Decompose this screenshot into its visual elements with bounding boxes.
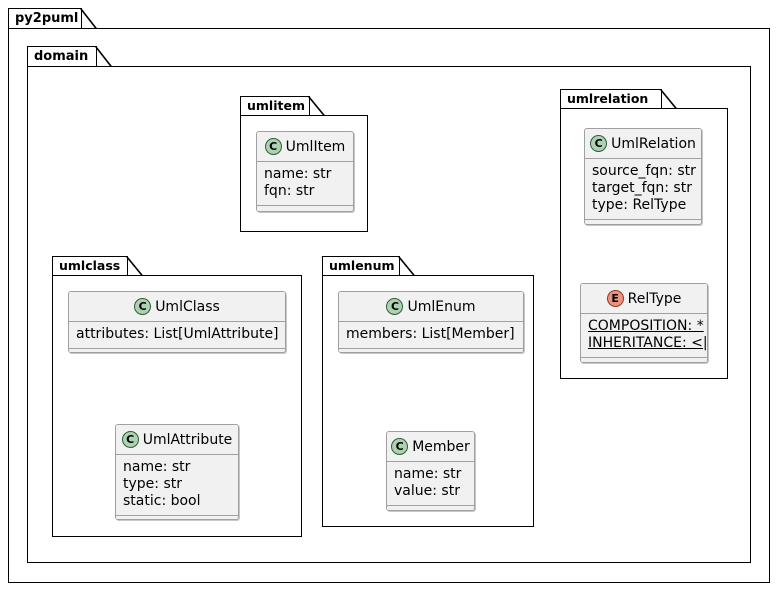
class-name-umlattribute: UmlAttribute [142, 431, 233, 448]
attribute-row: source_fqn: str [592, 163, 696, 179]
class-methods-umlclass [69, 349, 285, 352]
package-umlenum-tab-slant [398, 256, 416, 278]
attribute-row: members: List[Member] [346, 326, 515, 342]
class-box-umlrelation[interactable]: C UmlRelation source_fqn: str target_fqn… [584, 128, 702, 225]
attribute-row: type: RelType [592, 197, 687, 213]
attribute-row: type: str [123, 476, 182, 492]
enum-member-row: COMPOSITION: * [588, 318, 704, 334]
class-box-umlclass[interactable]: C UmlClass attributes: List[UmlAttribute… [68, 291, 286, 353]
class-header-umlrelation: C UmlRelation [585, 129, 701, 159]
class-header-umlclass: C UmlClass [69, 292, 285, 322]
class-header-member: C Member [387, 432, 474, 462]
package-domain-tab [27, 46, 97, 67]
class-name-umlitem: UmlItem [285, 138, 346, 155]
enum-header-reltype: E RelType [581, 284, 707, 314]
enum-methods-reltype [581, 358, 707, 362]
package-domain-tab-slant [95, 46, 113, 68]
class-name-umlenum: UmlEnum [407, 298, 476, 315]
class-methods-umlenum [339, 349, 523, 352]
package-py2puml-tab-slant [80, 8, 98, 30]
attribute-row: attributes: List[UmlAttribute] [76, 326, 279, 342]
package-umlrelation-tab-slant [660, 89, 678, 111]
class-box-umlitem[interactable]: C UmlItem name: str fqn: str [256, 131, 354, 212]
attribute-row: name: str [264, 166, 332, 182]
class-header-umlitem: C UmlItem [257, 132, 353, 162]
class-attributes-umlitem: name: str fqn: str [257, 162, 353, 206]
attribute-row: value: str [394, 483, 460, 499]
class-box-umlenum[interactable]: C UmlEnum members: List[Member] [338, 291, 524, 353]
enum-box-reltype[interactable]: E RelType COMPOSITION: * INHERITANCE: <| [580, 283, 708, 363]
package-umlrelation-tab [560, 89, 662, 109]
class-header-umlattribute: C UmlAttribute [116, 425, 238, 455]
enum-name-reltype: RelType [627, 290, 682, 307]
attribute-row: name: str [123, 459, 191, 475]
enum-stereotype-icon: E [606, 290, 624, 307]
class-name-member: Member [412, 438, 470, 455]
class-stereotype-icon: C [590, 135, 608, 152]
class-methods-umlrelation [585, 220, 701, 224]
enum-members-reltype: COMPOSITION: * INHERITANCE: <| [581, 314, 707, 358]
package-umlenum-label: umlenum [329, 258, 395, 273]
class-box-umlattribute[interactable]: C UmlAttribute name: str type: str stati… [115, 424, 239, 520]
class-methods-umlitem [257, 206, 353, 211]
attribute-row: name: str [394, 466, 462, 482]
enum-member-row: INHERITANCE: <| [588, 335, 708, 351]
class-attributes-umlclass: attributes: List[UmlAttribute] [69, 322, 285, 349]
class-attributes-member: name: str value: str [387, 462, 474, 506]
attribute-row: target_fqn: str [592, 180, 692, 196]
class-header-umlenum: C UmlEnum [339, 292, 523, 322]
package-umlitem-label: umlitem [247, 98, 305, 113]
package-umlrelation-label: umlrelation [567, 91, 649, 106]
class-methods-member [387, 506, 474, 510]
package-umlclass-label: umlclass [59, 258, 121, 273]
package-py2puml-label: py2puml [15, 11, 79, 26]
class-attributes-umlrelation: source_fqn: str target_fqn: str type: Re… [585, 159, 701, 220]
class-stereotype-icon: C [134, 298, 152, 315]
attribute-row: static: bool [123, 493, 201, 509]
class-stereotype-icon: C [386, 298, 404, 315]
class-stereotype-icon: C [391, 438, 409, 455]
attribute-row: fqn: str [264, 183, 315, 199]
package-umlclass-tab [52, 256, 128, 276]
class-methods-umlattribute [116, 516, 238, 519]
package-py2puml-tab [8, 8, 82, 29]
package-domain-label: domain [34, 49, 89, 64]
class-stereotype-icon: C [121, 431, 139, 448]
package-umlclass-tab-slant [126, 256, 144, 278]
package-umlitem-tab-slant [308, 96, 326, 118]
package-umlitem-tab [240, 96, 310, 116]
class-stereotype-icon: C [264, 138, 282, 155]
package-umlenum-tab [322, 256, 400, 276]
class-name-umlclass: UmlClass [155, 298, 220, 315]
class-name-umlrelation: UmlRelation [611, 135, 696, 152]
class-box-member[interactable]: C Member name: str value: str [386, 431, 475, 511]
class-attributes-umlenum: members: List[Member] [339, 322, 523, 349]
class-attributes-umlattribute: name: str type: str static: bool [116, 455, 238, 516]
